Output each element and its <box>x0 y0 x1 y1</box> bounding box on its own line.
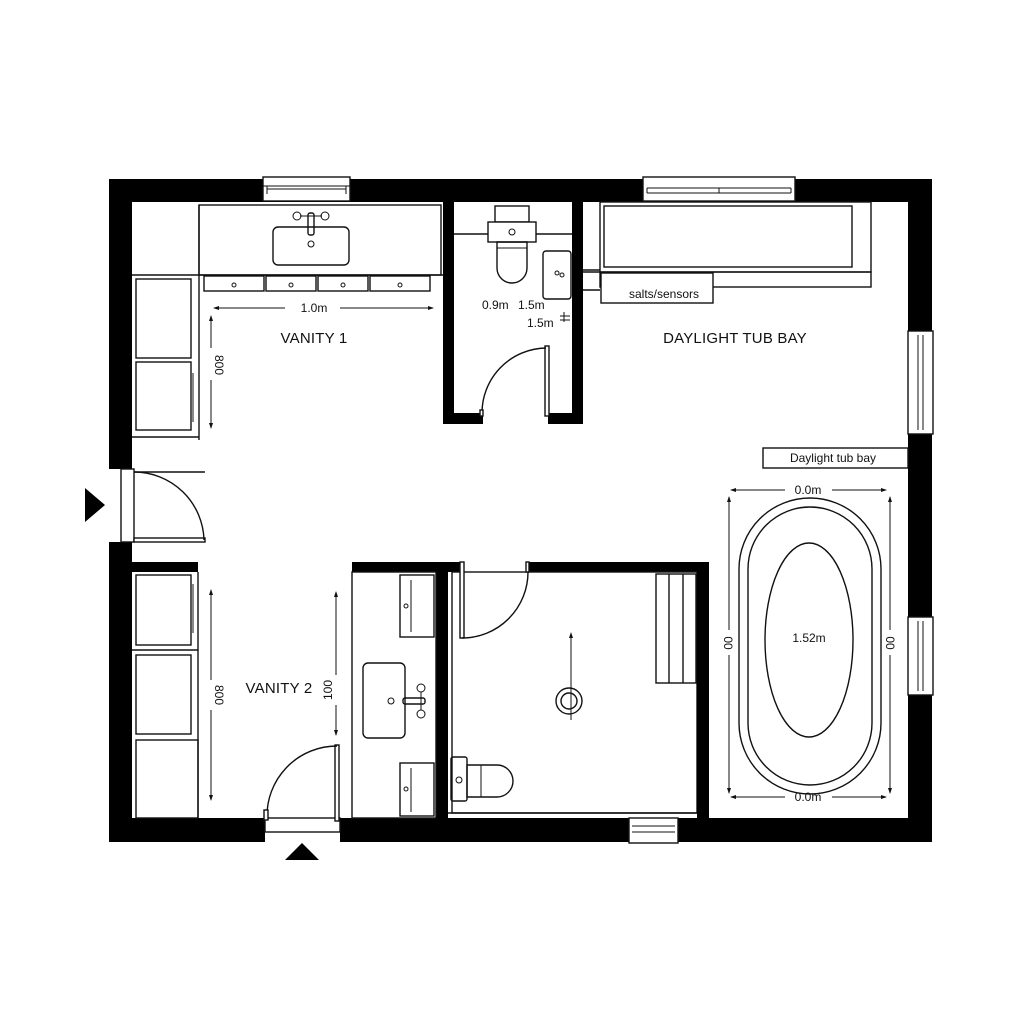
tub-top-label: 0.0m <box>795 483 822 497</box>
tub-length-label: 1.52m <box>792 631 825 645</box>
daylight-tub-bay-tag: Daylight tub bay <box>762 447 909 469</box>
room-label-vanity-2: VANITY 2 <box>246 680 313 697</box>
shower-bench <box>655 573 697 684</box>
toilet-shower-room <box>450 756 514 802</box>
entry-arrow-south-icon <box>285 843 319 860</box>
tub-left-dimension: 00 <box>721 496 735 794</box>
salts-sensors-label: salts/sensors <box>629 287 699 301</box>
wc-dimension-tick-icon <box>560 312 570 322</box>
vanity-1-depth-label: 800 <box>212 355 226 375</box>
tub-bottom-dimension: 0.0m <box>730 790 887 804</box>
tub-bay-left-wall <box>697 562 709 818</box>
wc-door[interactable] <box>479 345 550 417</box>
vanity-1-width-label: 1.0m <box>301 301 328 315</box>
south-entry-door[interactable] <box>263 744 341 833</box>
vanity-1-width-dimension: 1.0m <box>213 301 434 315</box>
window-top-right <box>642 176 796 202</box>
shower-room-door[interactable] <box>459 561 530 639</box>
exterior-walls <box>109 179 932 842</box>
vanity-2-left-dimension: 800 <box>209 589 226 801</box>
vanity-2-right-dimension: 100 <box>321 591 338 736</box>
wc-room-walls <box>443 202 583 424</box>
shower-room <box>448 571 698 814</box>
room-label-daylight-tub-bay: DAYLIGHT TUB BAY <box>663 330 807 347</box>
tub-left-label: 00 <box>721 636 735 650</box>
vanity-1-area <box>132 204 443 440</box>
toilet-wc <box>454 205 572 284</box>
tub-right-dimension: 00 <box>883 496 897 794</box>
daylight-tub-bay-tag-label: Daylight tub bay <box>790 451 876 465</box>
west-entry-door[interactable] <box>120 468 206 543</box>
entry-arrow-west-icon <box>85 488 105 522</box>
tub-bay-bench <box>583 201 872 288</box>
room-label-vanity-1: VANITY 1 <box>281 330 348 347</box>
wc-dimension-label-c: 1.5m <box>527 316 554 330</box>
wc-sink <box>542 250 600 300</box>
vanity-2-right-label: 100 <box>321 680 335 700</box>
bathtub[interactable] <box>738 497 882 795</box>
vanity-2-area <box>132 571 437 819</box>
window-right-upper <box>907 330 934 435</box>
shower-drain <box>555 632 583 720</box>
tub-right-label: 00 <box>883 636 897 650</box>
window-top-left <box>262 176 351 202</box>
window-right-lower <box>907 616 934 696</box>
tub-bottom-label: 0.0m <box>795 790 822 804</box>
vanity-1-depth-dimension: 800 <box>209 315 226 429</box>
wc-dimension-label-b: 1.5m <box>518 298 545 312</box>
vanity-2-left-label: 800 <box>212 685 226 705</box>
tub-top-dimension: 0.0m <box>730 483 887 497</box>
salts-sensors-tag: salts/sensors <box>600 272 714 304</box>
window-bottom <box>628 817 679 844</box>
wc-dimension-label-a: 0.9m <box>482 298 509 312</box>
